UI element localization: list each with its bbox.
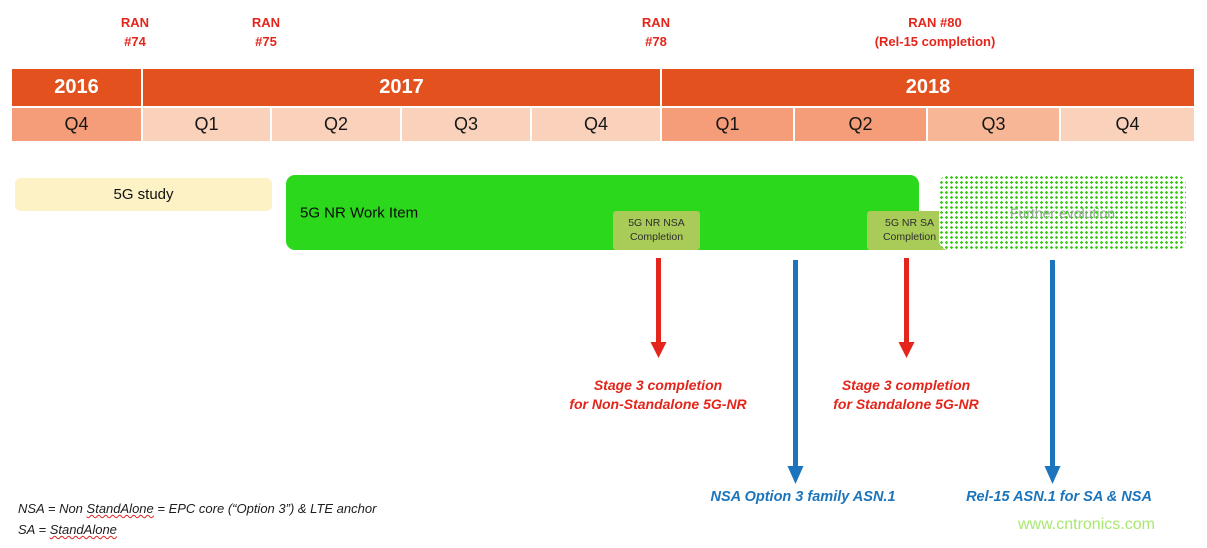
year-2016: 2016 (12, 69, 141, 106)
ran-78-label: RAN #78 (576, 14, 736, 52)
ran-78-line2: #78 (645, 33, 667, 49)
rel15-asn1-arrow-head (1044, 466, 1061, 484)
quarter-2017-q4: Q4 (532, 108, 660, 141)
quarter-2017-q1: Q1 (143, 108, 270, 141)
nsa-completion-line1: 5G NR NSA (628, 216, 685, 229)
footnote-nsa-part1: NSA = Non (18, 501, 87, 516)
ran-80-line2: (Rel-15 completion) (874, 33, 996, 49)
ran-75-label: RAN #75 (186, 14, 346, 52)
ran-74-line1: RAN (120, 15, 150, 30)
quarter-2017-q2: Q2 (272, 108, 400, 141)
5g-nr-work-item-bar: 5G NR Work Item (286, 175, 919, 250)
year-2018: 2018 (662, 69, 1194, 106)
ran-78-line1: RAN (641, 15, 671, 30)
sa-completion-tag: 5G NR SA Completion (867, 211, 952, 250)
5g-study-bar: 5G study (15, 178, 272, 211)
footnote-nsa: NSA = Non StandAlone = EPC core (“Option… (18, 499, 376, 520)
stage3-sa-arrow-head (898, 342, 915, 358)
ran-74-label: RAN #74 (55, 14, 215, 52)
stage3-nsa-arrow (650, 258, 667, 358)
rel15-asn1-arrow (1044, 260, 1061, 484)
quarter-2016-q4: Q4 (12, 108, 141, 141)
rel15-asn1-note: Rel-15 ASN.1 for SA & NSA (966, 489, 1152, 505)
footnote-sa-part2: StandAlone (49, 521, 117, 537)
stage3-nsa-note-line2: for Non-Standalone 5G-NR (569, 395, 747, 412)
quarter-2018-q4: Q4 (1061, 108, 1194, 141)
footnote-nsa-part3: = EPC core (“Option 3”) & LTE anchor (153, 501, 377, 516)
ran-80-label: RAN #80 (Rel-15 completion) (804, 14, 1066, 52)
footnotes: NSA = Non StandAlone = EPC core (“Option… (18, 499, 376, 541)
ran-75-line1: RAN (251, 15, 281, 30)
stage3-nsa-arrow-head (650, 342, 667, 358)
footnote-nsa-part2: StandAlone (86, 501, 154, 516)
stage3-sa-arrow (898, 258, 915, 358)
year-2017: 2017 (143, 69, 660, 106)
nsa-asn1-note: NSA Option 3 family ASN.1 (710, 489, 896, 505)
nsa-completion-line2: Completion (629, 230, 684, 243)
5g-study-label: 5G study (113, 186, 174, 203)
nsa-completion-tag: 5G NR NSA Completion (613, 211, 700, 250)
footnote-sa: SA = StandAlone (18, 520, 376, 541)
sa-completion-line2: Completion (882, 230, 937, 243)
stage3-nsa-note: Stage 3 completion for Non-Standalone 5G… (542, 376, 774, 414)
stage3-sa-note-line2: for Standalone 5G-NR (833, 395, 979, 412)
5g-nr-work-item-label: 5G NR Work Item (300, 204, 419, 221)
footnote-sa-part1: SA = (18, 521, 50, 537)
quarter-2018-q3: Q3 (928, 108, 1059, 141)
nsa-asn1-arrow (787, 260, 804, 484)
stage3-sa-note: Stage 3 completion for Standalone 5G-NR (790, 376, 1022, 414)
quarter-2018-q1: Q1 (662, 108, 793, 141)
quarter-2018-q2: Q2 (795, 108, 926, 141)
ran-75-line2: #75 (255, 33, 277, 49)
ran-80-line1: RAN #80 (908, 15, 962, 30)
quarter-2017-q3: Q3 (402, 108, 530, 141)
sa-completion-line1: 5G NR SA (884, 216, 934, 229)
stage3-sa-note-line1: Stage 3 completion (841, 377, 971, 393)
further-evolution-label: Further evolution (1009, 204, 1116, 221)
ran-74-line2: #74 (124, 33, 146, 49)
stage3-nsa-note-line1: Stage 3 completion (593, 377, 723, 393)
nsa-asn1-arrow-head (787, 466, 804, 484)
further-evolution-bar: Further evolution (939, 175, 1186, 250)
watermark-url: www.cntronics.com (1018, 516, 1155, 533)
